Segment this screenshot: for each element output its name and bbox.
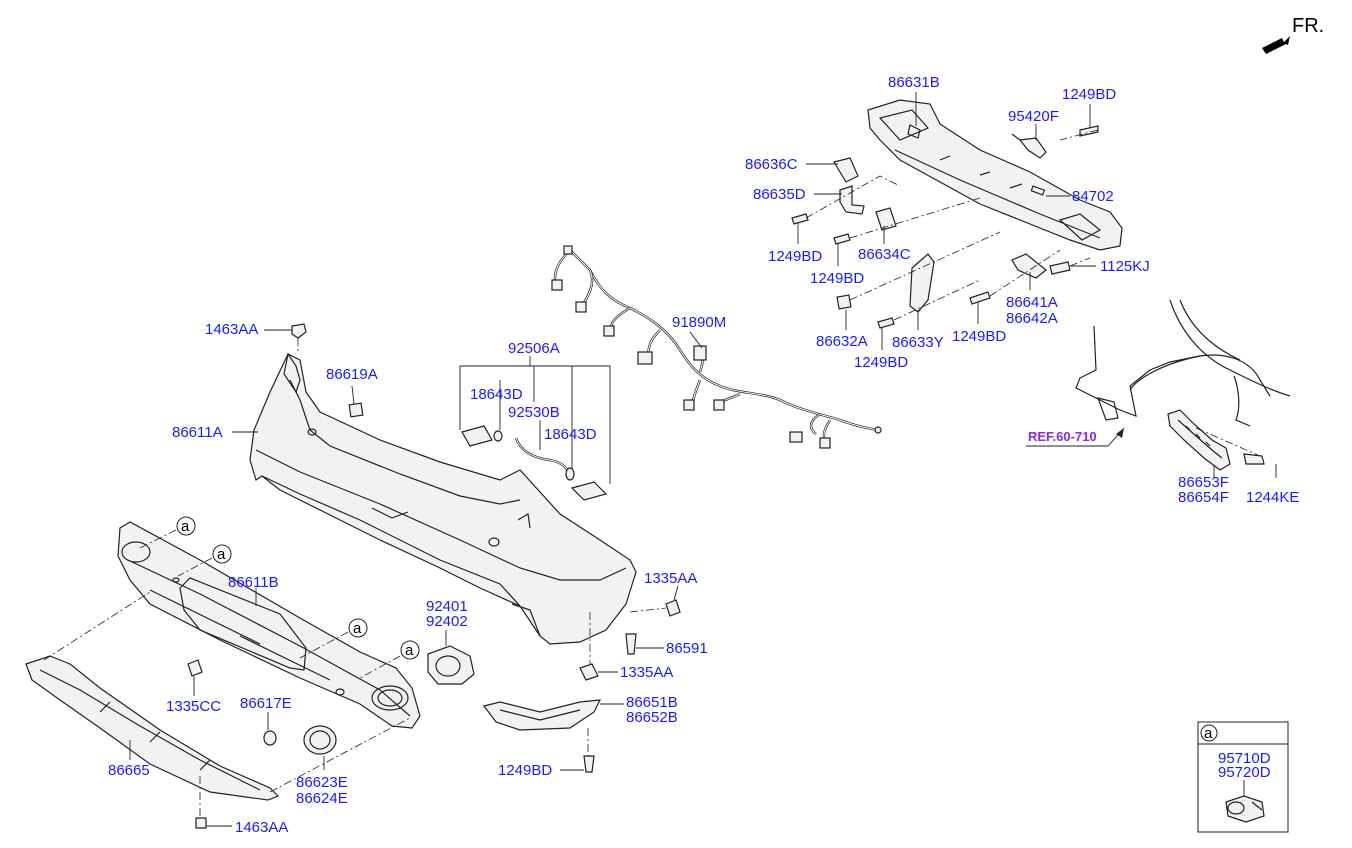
clip-1335CC: [187, 659, 203, 696]
label-1249BD-e: 1249BD: [854, 354, 908, 371]
parking-sensor-icon: [1225, 795, 1265, 823]
clip-84702: [1030, 185, 1046, 196]
label-86591: 86591: [666, 640, 708, 657]
label-86636C: 86636C: [745, 156, 798, 173]
bracket-86636C: [833, 157, 859, 183]
label-86635D: 86635D: [753, 186, 806, 203]
label-86611B: 86611B: [228, 574, 279, 591]
cap-86617E: [263, 712, 277, 746]
label-86654F: 86654F: [1178, 489, 1229, 506]
label-86651B: 86651B: [626, 694, 678, 711]
stay-86633Y: [909, 253, 935, 313]
label-86611A: 86611A: [172, 424, 223, 441]
bracket-86635D: [839, 185, 865, 215]
sensor-marker-2: a: [217, 546, 226, 563]
label-86624E: 86624E: [296, 790, 348, 807]
bezel-86623E: [303, 725, 337, 770]
label-86653F: 86653F: [1178, 474, 1229, 491]
wiring-harness-91890M: [551, 245, 882, 449]
label-1249BD-d: 1249BD: [952, 328, 1006, 345]
pad-86632A: [836, 294, 852, 310]
clip-1335AA-lower: [579, 612, 618, 681]
bolt-icons: [791, 125, 1099, 329]
assembly-dash-lines: [805, 129, 1099, 321]
clip-1463AA-top: [264, 323, 307, 354]
label-1249BD-b: 1249BD: [768, 248, 822, 265]
label-1335AA-b: 1335AA: [620, 664, 673, 681]
label-86619A: 86619A: [326, 366, 378, 383]
sensor-wiring-group-92506A: [459, 356, 611, 501]
beam-leader-lines: [797, 92, 1096, 350]
inset-label-95720D: 95720D: [1218, 764, 1271, 781]
sensor-marker-1: a: [181, 518, 190, 535]
label-92401: 92401: [426, 598, 468, 615]
ref-label-group: REF.60-710: [1026, 427, 1125, 447]
bolt-1244KE: [1195, 427, 1277, 478]
pad-86619A: [348, 402, 364, 418]
label-86642A: 86642A: [1006, 310, 1058, 327]
bracket-86634C: [875, 207, 897, 231]
under-cover-86665: [25, 591, 411, 801]
label-86623E: 86623E: [296, 774, 348, 791]
label-1249BD-c: 1249BD: [810, 270, 864, 287]
label-1249BD-f: 1249BD: [498, 762, 552, 779]
front-direction-label: FR.: [1292, 15, 1324, 37]
label-91890M: 91890M: [672, 314, 726, 331]
label-86634C: 86634C: [858, 246, 911, 263]
leader-86619A: [351, 385, 355, 405]
callout-labels: 86631B 1249BD 95420F 86636C 86635D 84702…: [108, 74, 1299, 836]
label-18643D-b: 18643D: [544, 426, 597, 443]
front-direction-indicator: FR.: [1262, 15, 1324, 54]
label-1244KE: 1244KE: [1246, 489, 1299, 506]
label-18643D-a: 18643D: [470, 386, 523, 403]
bumper-cover-86611A: [249, 352, 637, 645]
sensor-bracket-86653F: [1167, 409, 1231, 478]
label-86631B: 86631B: [888, 74, 940, 91]
label-92530B: 92530B: [508, 404, 560, 421]
label-1463AA-b: 1463AA: [235, 819, 288, 836]
label-86665: 86665: [108, 762, 150, 779]
garnish-86651B: [482, 699, 624, 731]
label-92506A: 92506A: [508, 340, 560, 357]
label-95420F: 95420F: [1008, 108, 1059, 125]
clip-1463AA-bottom: [195, 776, 232, 829]
sensor-inset: a 95710D 95720D: [1197, 721, 1289, 833]
quarter-panel-ref: [1075, 299, 1291, 427]
label-92402: 92402: [426, 613, 468, 630]
inset-marker: a: [1204, 725, 1213, 742]
sensor-marker-3: a: [353, 620, 362, 637]
label-1249BD-a: 1249BD: [1062, 86, 1116, 103]
clip-1335AA-upper: [629, 585, 681, 617]
bumper-beam-86631B: [867, 99, 1123, 251]
label-84702: 84702: [1072, 188, 1114, 205]
label-86617E: 86617E: [240, 695, 292, 712]
label-86633Y: 86633Y: [892, 334, 944, 351]
sensor-marker-group: a a a a: [139, 516, 420, 679]
reference-label: REF.60-710: [1028, 429, 1097, 444]
label-86652B: 86652B: [626, 709, 678, 726]
sensor-bracket-95420F: [1011, 133, 1047, 159]
bolt-1249BD-lower: [560, 728, 595, 773]
label-1463AA-a: 1463AA: [205, 321, 258, 338]
bracket-86641A: [1011, 253, 1047, 279]
screw-86591: [625, 633, 664, 655]
label-86632A: 86632A: [816, 333, 868, 350]
label-86641A: 86641A: [1006, 294, 1058, 311]
label-1125KJ: 1125KJ: [1100, 258, 1150, 275]
label-1335CC: 1335CC: [166, 698, 221, 715]
lamp-92401: [427, 630, 475, 685]
sensor-marker-4: a: [405, 642, 414, 659]
inset-label-95710D: 95710D: [1218, 750, 1271, 767]
label-1335AA-a: 1335AA: [644, 570, 697, 587]
